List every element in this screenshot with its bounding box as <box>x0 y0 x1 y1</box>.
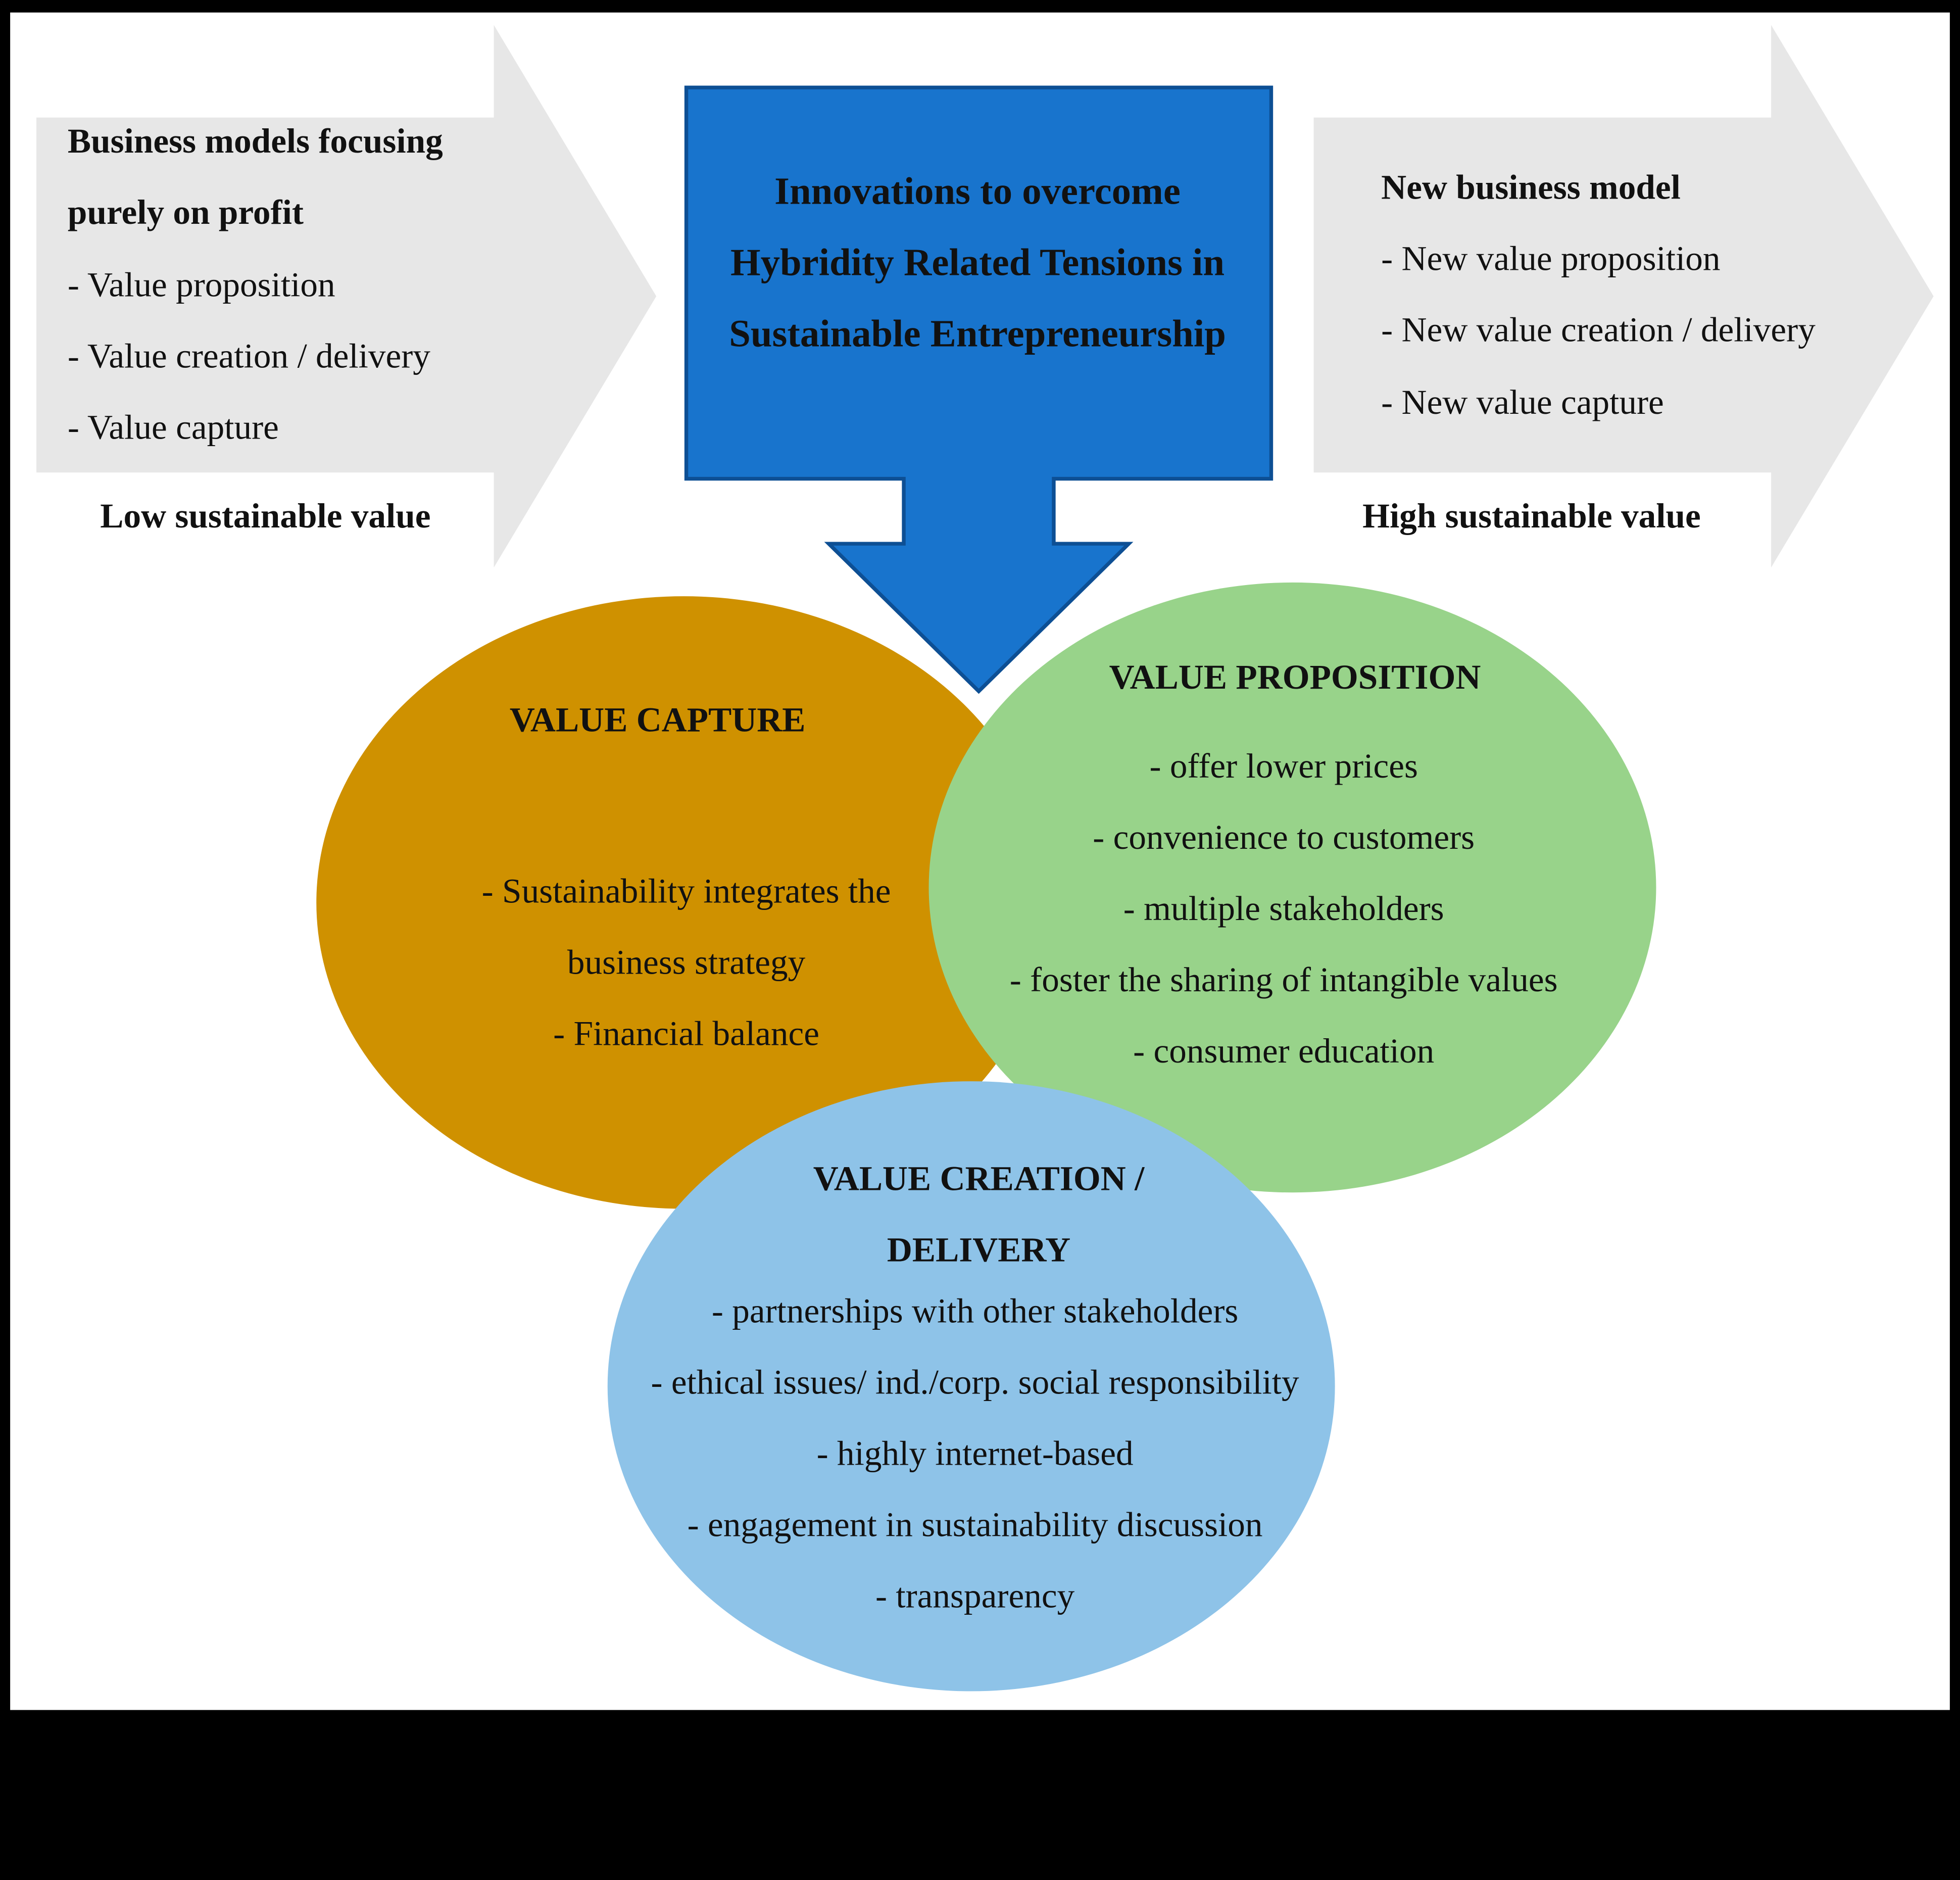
left-arrow-caption: Low sustainable value <box>100 496 430 535</box>
value-capture-ellipse <box>316 596 1052 1209</box>
center-box-line1: Innovations to overcome <box>774 169 1181 212</box>
value-creation-item: - ethical issues/ ind./corp. social resp… <box>651 1363 1299 1402</box>
right-arrow-item: - New value capture <box>1381 382 1664 421</box>
value-capture-item: - Financial balance <box>553 1014 819 1052</box>
right-arrow-item: - New value proposition <box>1381 238 1720 277</box>
value-proposition-item: - convenience to customers <box>1093 817 1475 856</box>
left-arrow-item: - Value proposition <box>68 265 335 304</box>
value-capture-item: - Sustainability integrates the <box>482 871 891 910</box>
value-creation-item: - highly internet-based <box>817 1434 1134 1473</box>
center-box-line2: Hybridity Related Tensions in <box>730 240 1224 283</box>
value-proposition-ellipse <box>928 582 1656 1193</box>
center-box-line3: Sustainable Entrepreneurship <box>729 312 1226 355</box>
value-creation-item: - partnerships with other stakeholders <box>712 1291 1239 1330</box>
left-arrow-item: - Value creation / delivery <box>68 336 430 375</box>
value-proposition-item: - offer lower prices <box>1149 746 1417 785</box>
value-proposition-item: - foster the sharing of intangible value… <box>1010 960 1558 999</box>
right-arrow-item: - New value creation / delivery <box>1381 310 1816 349</box>
value-proposition-item: - consumer education <box>1133 1031 1434 1070</box>
value-creation-item: - engagement in sustainability discussio… <box>688 1505 1263 1544</box>
left-arrow-item: - Value capture <box>68 407 279 446</box>
center-down-arrow-shape <box>684 85 1273 694</box>
left-arrow-title-line1: Business models focusing <box>68 121 443 160</box>
value-capture-item: business strategy <box>567 942 806 981</box>
value-creation-item: - transparency <box>875 1576 1075 1615</box>
value-capture-heading: VALUE CAPTURE <box>510 700 806 739</box>
value-proposition-heading: VALUE PROPOSITION <box>1109 657 1481 696</box>
right-arrow-title: New business model <box>1381 167 1681 206</box>
value-proposition-item: - multiple stakeholders <box>1123 889 1444 928</box>
value-creation-heading-line1: VALUE CREATION / <box>813 1159 1145 1197</box>
value-creation-heading-line2: DELIVERY <box>887 1230 1070 1269</box>
left-arrow-shape <box>36 25 657 568</box>
value-creation-ellipse <box>607 1081 1335 1692</box>
right-arrow-shape <box>1313 25 1934 568</box>
right-arrow-caption: High sustainable value <box>1362 496 1701 535</box>
left-arrow-title-line2: purely on profit <box>68 192 304 231</box>
